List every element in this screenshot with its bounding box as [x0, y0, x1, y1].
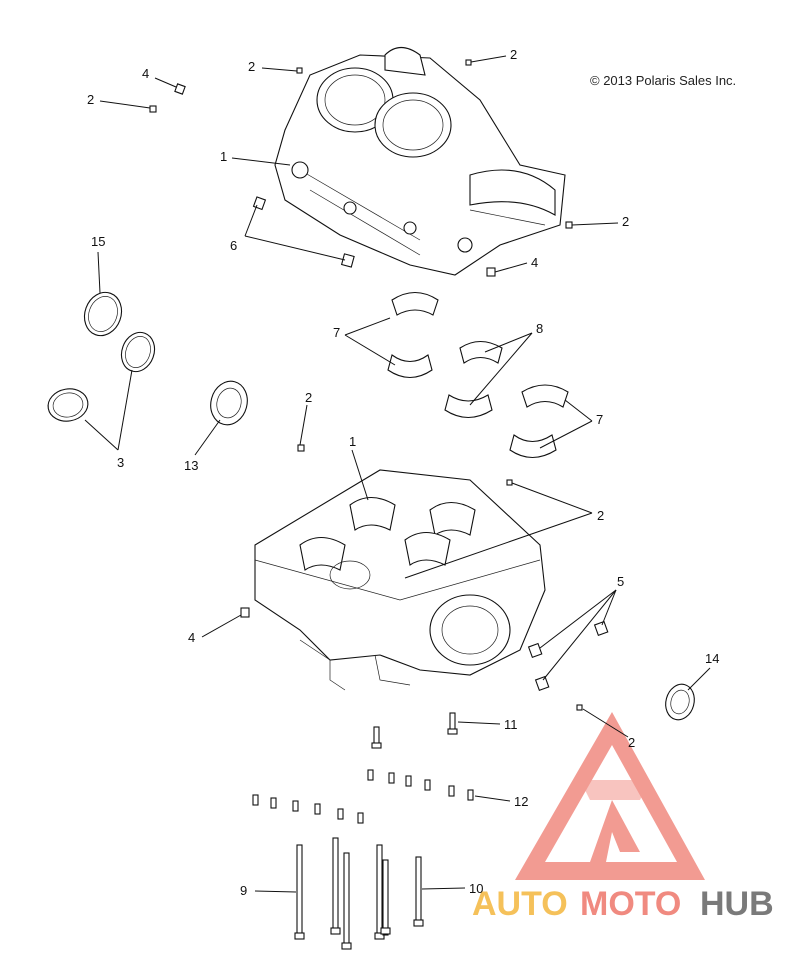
- callout-2: 2: [87, 92, 94, 107]
- callout-1: 1: [220, 149, 227, 164]
- callout-7: 7: [596, 412, 603, 427]
- callout-12: 12: [514, 794, 528, 809]
- callout-1: 1: [349, 434, 356, 449]
- callout-13: 13: [184, 458, 198, 473]
- callout-15: 15: [91, 234, 105, 249]
- callout-4: 4: [142, 66, 149, 81]
- upper-crankcase: [274, 46, 566, 276]
- watermark-moto: MOTO: [580, 885, 681, 923]
- callout-2: 2: [622, 214, 629, 229]
- long-bolts: [294, 837, 424, 950]
- callout-14: 14: [705, 651, 719, 666]
- callout-8: 8: [536, 321, 543, 336]
- callout-2: 2: [597, 508, 604, 523]
- watermark-auto: AUTO: [472, 885, 568, 923]
- callout-2: 2: [248, 59, 255, 74]
- small-parts: [149, 59, 609, 711]
- watermark-logo: [515, 712, 705, 880]
- callout-11: 11: [504, 717, 518, 732]
- leader-lines: [84, 55, 711, 893]
- callout-4: 4: [188, 630, 195, 645]
- callout-3: 3: [117, 455, 124, 470]
- callout-6: 6: [230, 238, 237, 253]
- short-bolts: [252, 712, 474, 824]
- callout-2: 2: [628, 735, 635, 750]
- watermark-hub: HUB: [700, 885, 774, 923]
- bearing-shells: [387, 291, 569, 459]
- callout-4: 4: [531, 255, 538, 270]
- callout-2: 2: [305, 390, 312, 405]
- copyright-text: © 2013 Polaris Sales Inc.: [590, 73, 736, 88]
- callout-labels: 4 2 2 2 1 6 2 4 15 7 8 7 3 13 2 1 2 5 4 …: [87, 47, 719, 898]
- callout-10: 10: [469, 881, 483, 896]
- callout-9: 9: [240, 883, 247, 898]
- callout-5: 5: [617, 574, 624, 589]
- callout-7: 7: [333, 325, 340, 340]
- callout-2: 2: [510, 47, 517, 62]
- seal-rings: [47, 291, 695, 721]
- lower-crankcase: [254, 469, 546, 691]
